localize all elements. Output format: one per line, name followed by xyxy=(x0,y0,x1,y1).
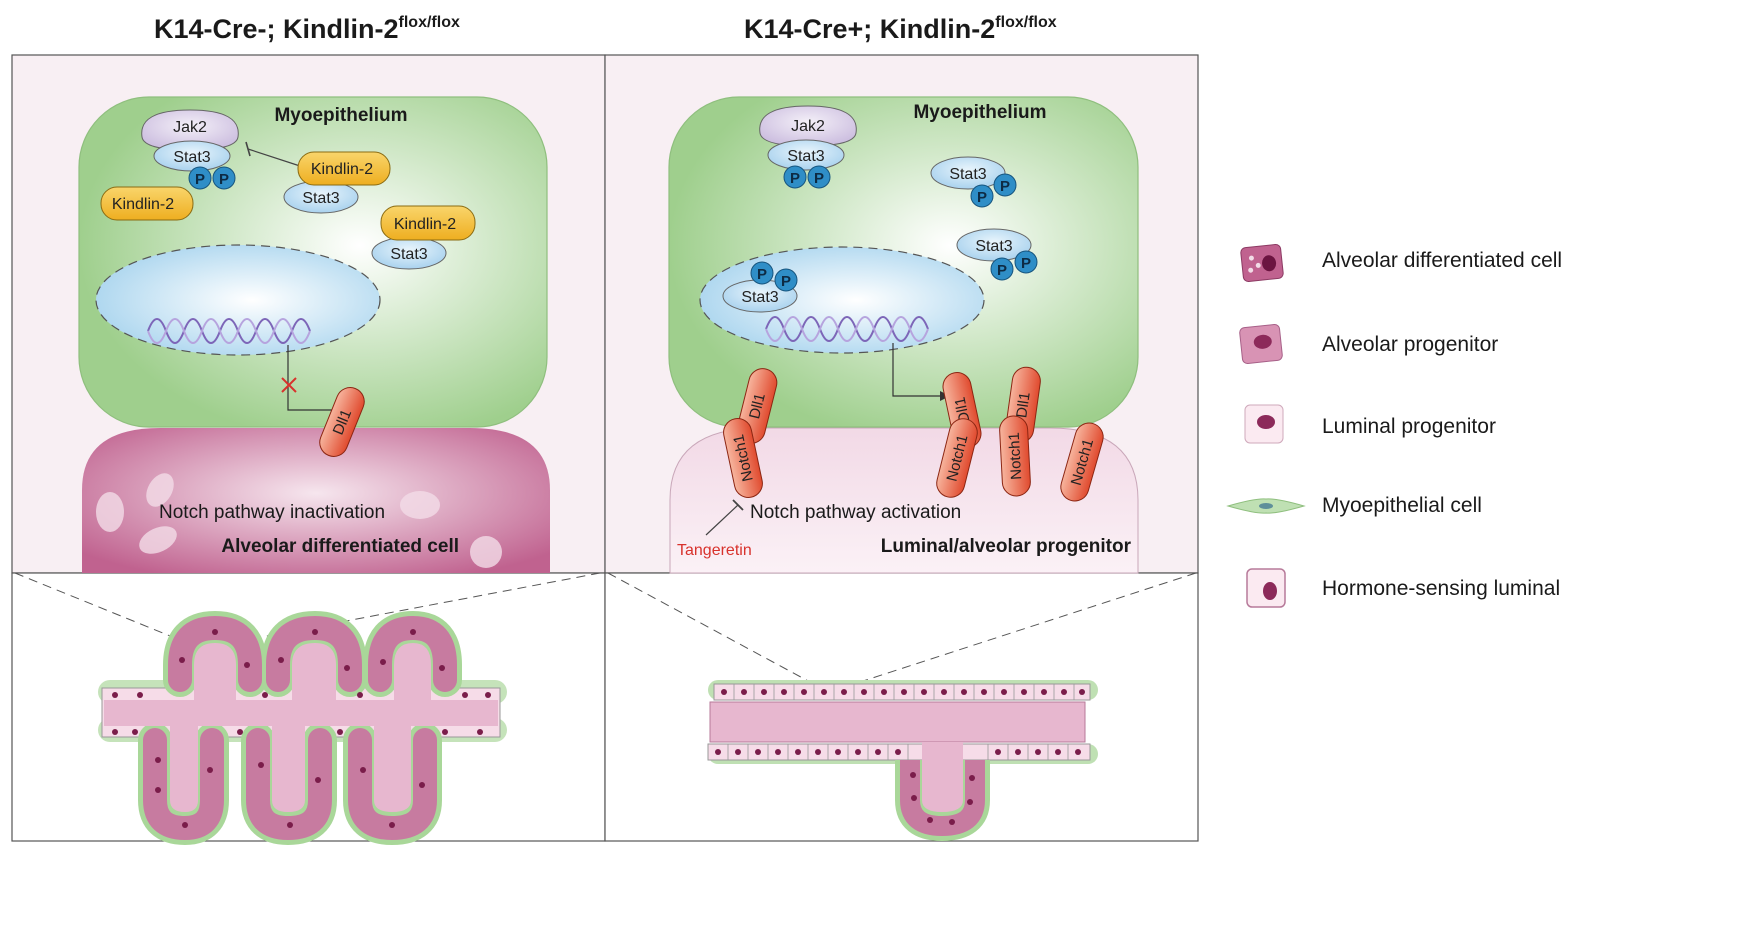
vesicle xyxy=(400,491,440,519)
phospho-label: P xyxy=(1021,255,1031,272)
right-notch1: Notch1 xyxy=(723,418,763,498)
right-dll1-label: Dll1 xyxy=(746,392,769,421)
left-panel: Myoepithelium Jak2 Stat3 P P Kindlin-2 S… xyxy=(11,54,606,846)
phospho-circle xyxy=(750,261,774,285)
legend-label-hormone-sensing: Hormone-sensing luminal xyxy=(1322,577,1561,600)
right-panel: Myoepithelium Jak2 Stat3 P P Stat3 P P S… xyxy=(604,54,1199,842)
tangeretin-inhibition-bar xyxy=(732,499,744,511)
phospho-label: P xyxy=(1000,178,1010,195)
luminal-progenitor-icon xyxy=(1244,404,1284,444)
right-pstat3 xyxy=(930,156,1006,190)
right-jak2-label: Jak2 xyxy=(791,118,825,135)
left-stat3-bound-label: Stat3 xyxy=(302,190,339,207)
phospho-circle xyxy=(990,257,1014,281)
left-kindlin2-free xyxy=(100,186,194,221)
legend-label-alveolar-differentiated: Alveolar differentiated cell xyxy=(1322,249,1563,272)
legend-label-luminal-progenitor: Luminal progenitor xyxy=(1322,415,1496,438)
hormone-sensing-luminal-icon xyxy=(1246,568,1286,608)
phospho-label: P xyxy=(757,266,767,283)
left-jak2-label: Jak2 xyxy=(173,119,207,136)
tangeretin-inhibition-line xyxy=(705,504,739,536)
phospho-label: P xyxy=(997,262,1007,279)
left-tissue-schematic xyxy=(98,610,507,846)
alveolar-progenitor-icon xyxy=(1239,324,1283,364)
left-inhibition-line xyxy=(247,148,301,167)
left-kindlin2-bound-label: Kindlin-2 xyxy=(311,161,373,178)
right-transcription-arrow xyxy=(892,343,940,397)
left-stat3-label: Stat3 xyxy=(173,149,210,166)
right-tissue-schematic xyxy=(707,680,1098,842)
right-pathway-label: Notch pathway activation xyxy=(750,502,961,523)
legend-label-alveolar-progenitor: Alveolar progenitor xyxy=(1322,333,1499,356)
legend xyxy=(1226,243,1306,608)
left-panel-title: K14-Cre-; Kindlin-2flox/flox xyxy=(154,14,460,45)
left-title-sup: flox/flox xyxy=(398,14,460,31)
left-kindlin2-bound-label: Kindlin-2 xyxy=(394,216,456,233)
right-notch1-label: Notch1 xyxy=(1006,432,1025,480)
left-transcription-arrow xyxy=(287,345,350,411)
alveolar-differentiated-cell-icon xyxy=(1240,243,1284,283)
left-stat3-bound-label: Stat3 xyxy=(390,246,427,263)
phospho-label: P xyxy=(790,170,800,187)
left-kindlin2-free-label: Kindlin-2 xyxy=(112,196,174,213)
zoom-line xyxy=(14,572,186,643)
left-dna-helix xyxy=(147,318,311,344)
right-stat3-complex xyxy=(767,139,845,171)
left-pathway-label: Notch pathway inactivation xyxy=(159,502,385,523)
phospho-circle xyxy=(970,184,994,208)
right-cell-label: Luminal/alveolar progenitor xyxy=(881,536,1132,557)
left-alveolar-cell xyxy=(82,428,550,573)
left-inhibition-bar xyxy=(245,141,251,157)
right-panel-title: K14-Cre+; Kindlin-2flox/flox xyxy=(744,14,1057,45)
right-dll1-label: Dll1 xyxy=(1013,391,1033,419)
right-notch1: Notch1 xyxy=(936,418,978,498)
vesicle xyxy=(139,526,177,554)
zoom-line xyxy=(607,572,811,683)
left-title-main: K14-Cre-; Kindlin-2 xyxy=(154,14,399,44)
right-pstat3-label: Stat3 xyxy=(949,166,986,183)
right-title-sup: flox/flox xyxy=(995,14,1057,31)
left-kindlin2-bound xyxy=(380,205,476,241)
phospho-label: P xyxy=(195,171,205,188)
right-stat3-label: Stat3 xyxy=(787,148,824,165)
phospho-label: P xyxy=(814,170,824,187)
phospho-circle xyxy=(1014,250,1038,274)
phospho-circle xyxy=(188,166,212,190)
vesicle xyxy=(470,536,502,568)
myoepithelial-cell-icon xyxy=(1226,498,1306,514)
left-cell-label: Alveolar differentiated cell xyxy=(221,536,459,557)
phospho-circle xyxy=(807,165,831,189)
block-cross-icon xyxy=(281,377,297,393)
right-nuclear-pstat3-label: Stat3 xyxy=(741,289,778,306)
left-myoepithelium-label: Myoepithelium xyxy=(274,105,407,126)
phospho-label: P xyxy=(781,273,791,290)
right-pstat3-label: Stat3 xyxy=(975,238,1012,255)
left-nucleus xyxy=(95,244,381,356)
phospho-circle xyxy=(774,268,798,292)
zoom-line xyxy=(234,572,601,643)
right-dna-helix xyxy=(765,316,929,342)
vesicle xyxy=(146,473,174,507)
phospho-circle xyxy=(993,173,1017,197)
phospho-circle xyxy=(212,166,236,190)
tangeretin-label: Tangeretin xyxy=(677,542,752,559)
right-notch1: Notch1 xyxy=(999,415,1031,497)
phospho-label: P xyxy=(977,189,987,206)
right-dll1-label: Dll1 xyxy=(951,395,973,424)
phospho-label: P xyxy=(219,171,229,188)
vesicle xyxy=(96,492,124,532)
right-title-main: K14-Cre+; Kindlin-2 xyxy=(744,14,996,44)
right-myoepithelium-label: Myoepithelium xyxy=(913,102,1046,123)
legend-label-myoepithelial: Myoepithelial cell xyxy=(1322,494,1482,517)
left-kindlin2-bound xyxy=(297,151,391,186)
phospho-circle xyxy=(783,165,807,189)
left-dll1: Dll1 xyxy=(319,387,365,457)
